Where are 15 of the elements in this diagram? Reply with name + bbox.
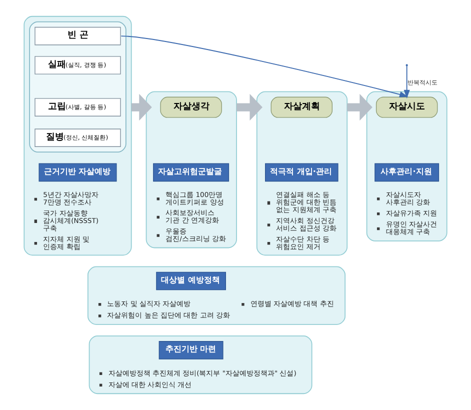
node-box: 적극적 개입·관리 xyxy=(265,163,338,182)
node-box: 사후관리·지원 xyxy=(374,163,440,182)
node-box: 자살고위험군발굴 xyxy=(153,163,230,182)
arrow xyxy=(131,94,152,121)
node-box: 빈 곤 xyxy=(34,26,121,46)
arrow xyxy=(347,94,372,121)
node-box: 자살계획 xyxy=(270,96,333,118)
cluster xyxy=(29,21,126,153)
arrow xyxy=(236,94,262,121)
node-box: 근거기반 자살예방 xyxy=(38,163,117,182)
node-box: 자살생각 xyxy=(160,96,222,118)
node-box: 자살시도 xyxy=(376,96,438,118)
node-box: 추진기반 마련 xyxy=(158,341,224,360)
arrow xyxy=(399,66,410,99)
node-box: 대상별 예방정책 xyxy=(156,272,226,290)
